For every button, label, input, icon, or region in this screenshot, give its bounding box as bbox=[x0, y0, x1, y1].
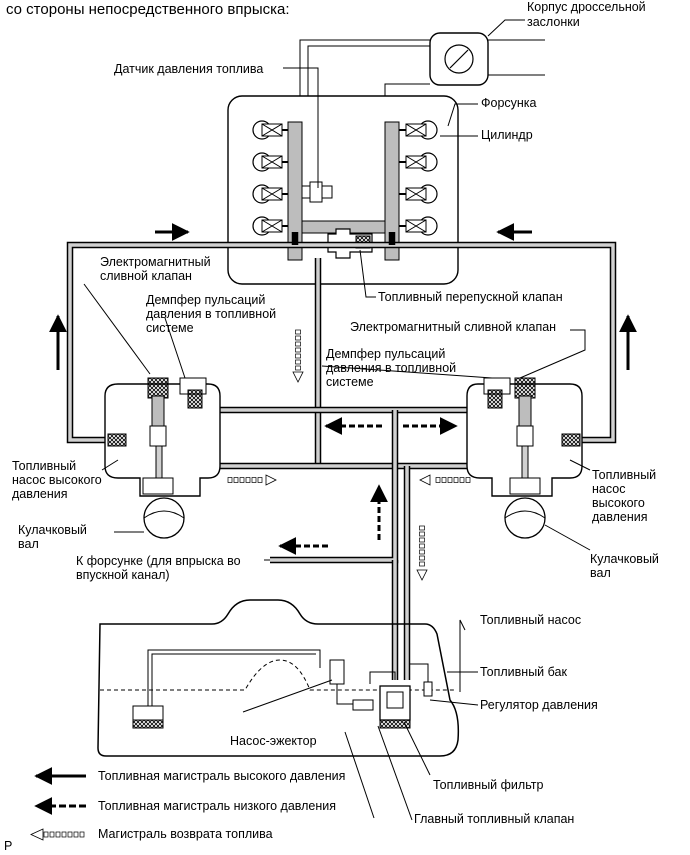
label-cylinder: Цилиндр bbox=[481, 128, 533, 142]
leader-line bbox=[544, 524, 591, 551]
legend-item-high: Топливная магистраль высокого давления bbox=[34, 767, 345, 785]
legend-item-return: Магистраль возврата топлива bbox=[30, 827, 273, 841]
throttle-body bbox=[299, 32, 545, 96]
label-port-injector: К форсунке (для впрыска во bbox=[76, 554, 241, 568]
leader-lines bbox=[83, 19, 591, 821]
legend-item-low: Топливная магистраль низкого давления bbox=[34, 797, 336, 815]
page-header: со стороны непосредственного впрыска: bbox=[6, 1, 290, 18]
leader-line bbox=[377, 725, 413, 821]
cylinder-with-injector bbox=[252, 216, 288, 236]
return-flow-arrow-down bbox=[292, 329, 304, 383]
label-damper-right: Демпфер пульсаций bbox=[326, 347, 445, 361]
label-fuel-tank: Топливный бак bbox=[480, 665, 567, 679]
label-camshaft-left: Кулачковый bbox=[18, 523, 87, 537]
cylinder-with-injector bbox=[252, 152, 288, 172]
label-throttle-body: заслонки bbox=[527, 15, 580, 29]
legend-label: Топливная магистраль высокого давления bbox=[98, 769, 345, 783]
leader-line bbox=[569, 459, 591, 471]
label-camshaft-right: вал bbox=[590, 566, 611, 580]
label-jet-pump: Насос-эжектор bbox=[230, 734, 317, 748]
leader-line bbox=[447, 103, 478, 127]
leader-line bbox=[283, 67, 319, 188]
label-damper-left: системе bbox=[146, 321, 194, 335]
legend: Топливная магистраль высокого давленияТо… bbox=[30, 767, 345, 841]
cylinder-with-injector bbox=[399, 216, 438, 236]
return-flow-arrow-right bbox=[227, 474, 277, 486]
label-pressure-regulator: Регулятор давления bbox=[480, 698, 598, 712]
leader-line bbox=[242, 679, 333, 713]
label-throttle-body: Корпус дроссельной bbox=[527, 0, 646, 14]
label-hp-pump-left: Топливный bbox=[12, 459, 76, 473]
label-hp-pump-right: высокого bbox=[592, 496, 645, 510]
leader-line bbox=[321, 365, 493, 379]
label-damper-left: давления в топливной bbox=[146, 307, 276, 321]
cylinders bbox=[252, 120, 438, 236]
fuel-pressure-sensor bbox=[301, 181, 333, 203]
footer-mark: P bbox=[4, 839, 12, 853]
return-flow-arrow-down-right bbox=[416, 525, 428, 581]
label-camshaft-right: Кулачковый bbox=[590, 552, 659, 566]
high-pressure-pipe bbox=[66, 232, 617, 444]
label-spill-valve-left: сливной клапан bbox=[100, 269, 192, 283]
label-damper-left: Демпфер пульсаций bbox=[146, 293, 265, 307]
leader-line bbox=[164, 317, 186, 379]
low-pressure-pipes bbox=[200, 258, 490, 680]
label-hp-pump-left: насос высокого bbox=[12, 473, 102, 487]
legend-label: Магистраль возврата топлива bbox=[98, 827, 273, 841]
flow-arrows bbox=[49, 223, 637, 581]
leader-line bbox=[459, 619, 466, 692]
label-relief-valve: Топливный перепускной клапан bbox=[378, 290, 563, 304]
legend-label: Топливная магистраль низкого давления bbox=[98, 799, 336, 813]
cylinder-with-injector bbox=[399, 152, 438, 172]
leader-line bbox=[101, 459, 119, 471]
label-main-valve: Главный топливный клапан bbox=[414, 812, 574, 826]
cylinder-with-injector bbox=[252, 184, 288, 204]
fuel-tank bbox=[97, 599, 460, 757]
engine-block bbox=[227, 95, 459, 285]
label-damper-right: системе bbox=[326, 375, 374, 389]
fuel-rail-right bbox=[384, 121, 400, 261]
label-hp-pump-right: Топливный bbox=[592, 468, 656, 482]
leader-line bbox=[519, 329, 586, 379]
leader-line bbox=[344, 731, 375, 819]
hp-pump-left bbox=[104, 377, 221, 539]
return-flow-arrow-left bbox=[419, 474, 471, 486]
label-injector: Форсунка bbox=[481, 96, 537, 110]
leader-line bbox=[83, 283, 151, 375]
label-fuel-pressure-sensor: Датчик давления топлива bbox=[114, 62, 263, 76]
label-fuel-filter: Топливный фильтр bbox=[433, 778, 543, 792]
leader-line bbox=[429, 699, 479, 706]
cylinder-with-injector bbox=[399, 120, 438, 140]
label-spill-valve-right: Электромагнитный сливной клапан bbox=[350, 320, 556, 334]
leader-line bbox=[487, 19, 525, 37]
label-hp-pump-left: давления bbox=[12, 487, 68, 501]
cylinder-with-injector bbox=[399, 184, 438, 204]
label-damper-right: давления в топливной bbox=[326, 361, 456, 375]
label-camshaft-left: вал bbox=[18, 537, 39, 551]
cylinder-with-injector bbox=[252, 120, 288, 140]
label-hp-pump-right: насос bbox=[592, 482, 625, 496]
leader-line bbox=[403, 721, 431, 776]
label-spill-valve-left: Электромагнитный bbox=[100, 255, 211, 269]
label-hp-pump-right: давления bbox=[592, 510, 648, 524]
label-port-injector: впускной канал) bbox=[76, 568, 170, 582]
label-fuel-pump: Топливный насос bbox=[480, 613, 581, 627]
leader-line bbox=[359, 249, 376, 298]
hp-pump-right bbox=[466, 377, 583, 539]
